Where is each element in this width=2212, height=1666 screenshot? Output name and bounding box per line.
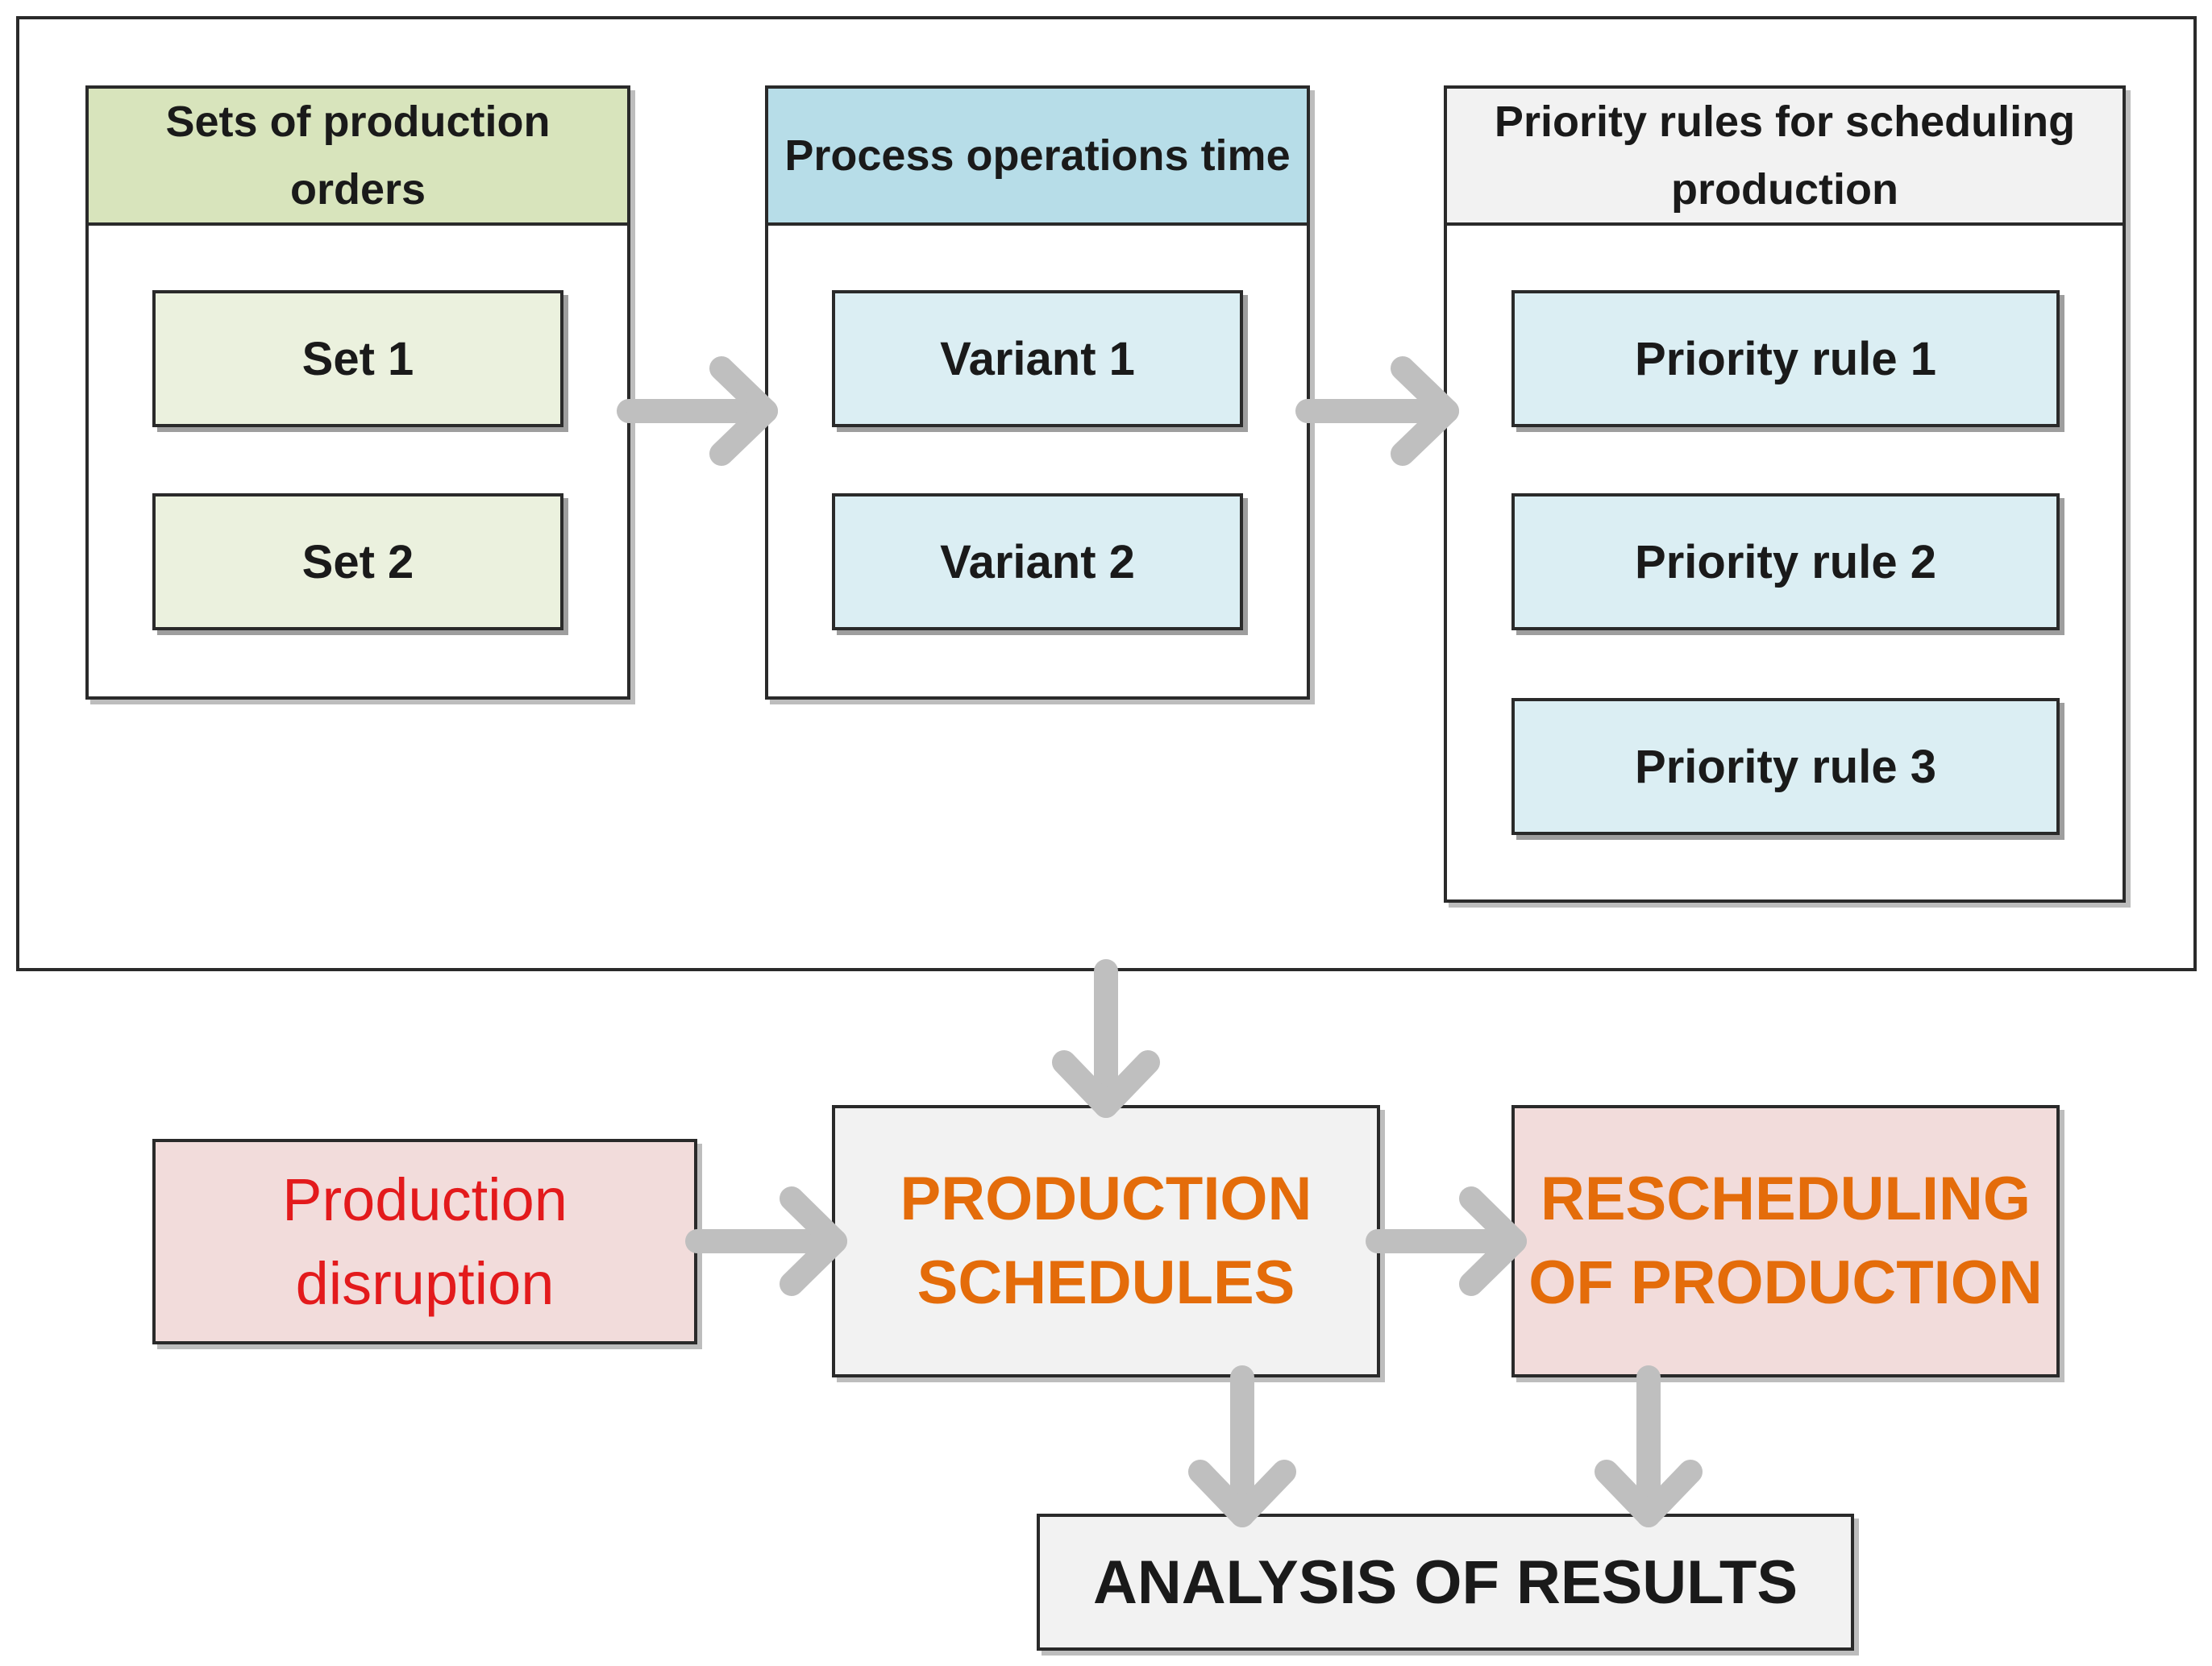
box-disruption-label: Production disruption [282,1165,568,1317]
box-analysis-label: ANALYSIS OF RESULTS [1092,1548,1798,1617]
item-variant-2: Variant 2 [832,493,1243,630]
panel-rules-title: Priority rules for scheduling production [1447,89,2123,226]
arrow-schedules-to-rescheduling [1366,1186,1527,1296]
item-priority-rule-1: Priority rule 1 [1511,290,2060,427]
item-variant-1: Variant 1 [832,290,1243,427]
item-set-2: Set 2 [152,493,563,630]
arrow-disruption-to-schedules [685,1186,847,1296]
panel-orders-title: Sets of production orders [89,89,627,226]
panel-operations-title: Process operations time [768,89,1307,226]
arrow-operations-to-rules [1295,356,1459,466]
box-production-disruption: Production disruption [152,1139,697,1344]
box-rescheduling-of-production: RESCHEDULING OF PRODUCTION [1511,1105,2060,1377]
arrow-schedules-to-analysis [1188,1365,1296,1527]
box-rescheduling-label: RESCHEDULING OF PRODUCTION [1528,1165,2043,1317]
item-priority-rule-3: Priority rule 3 [1511,698,2060,835]
arrow-frame-to-schedules [1052,959,1160,1118]
item-set-1: Set 1 [152,290,563,427]
arrow-rescheduling-to-analysis [1595,1365,1703,1527]
item-priority-rule-2: Priority rule 2 [1511,493,2060,630]
box-analysis-of-results: ANALYSIS OF RESULTS [1037,1514,1854,1651]
box-schedules-label: PRODUCTION SCHEDULES [900,1165,1312,1317]
box-production-schedules: PRODUCTION SCHEDULES [832,1105,1380,1377]
arrow-orders-to-operations [617,356,778,466]
